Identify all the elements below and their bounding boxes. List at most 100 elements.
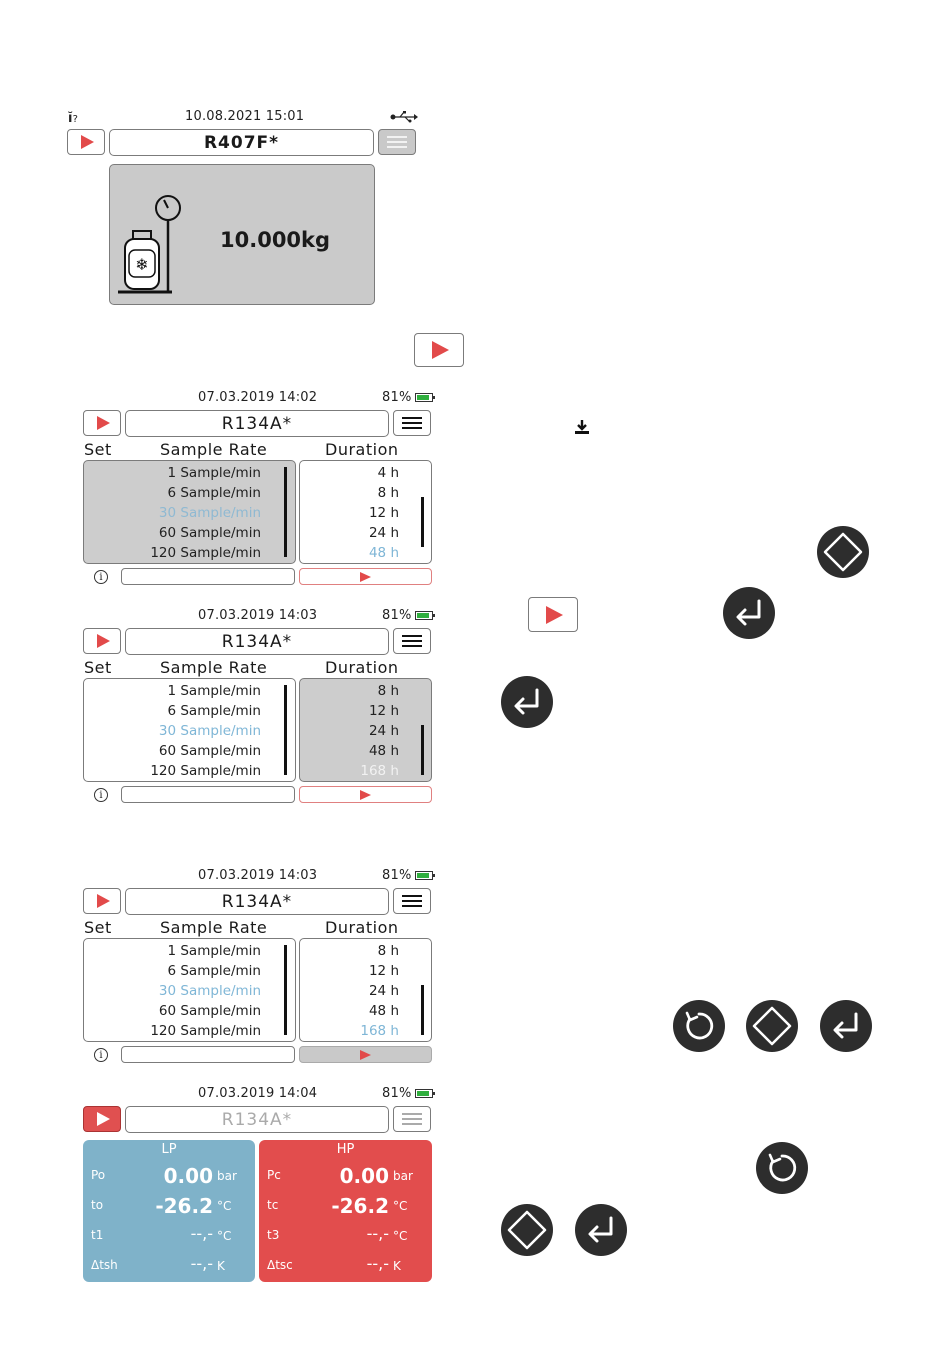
duration-list[interactable]: 8 h 12 h 24 h 48 h 168 h: [299, 678, 432, 782]
menu-button[interactable]: [393, 628, 431, 654]
datetime: 10.08.2021 15:01: [185, 109, 305, 124]
enter-icon[interactable]: [723, 587, 775, 639]
duration-list[interactable]: 4 h 8 h 12 h 24 h 48 h: [299, 460, 432, 564]
list-item[interactable]: 24 h: [368, 525, 399, 541]
start-record-button[interactable]: [299, 1046, 432, 1063]
list-item[interactable]: 6 Sample/min: [167, 703, 261, 719]
lp-label: Po: [91, 1168, 106, 1182]
usb-icon: [390, 109, 418, 128]
enter-icon[interactable]: [820, 1000, 872, 1052]
list-item[interactable]: 8 h: [377, 485, 399, 501]
sample-rate-list[interactable]: 1 Sample/min 6 Sample/min 30 Sample/min …: [83, 460, 296, 564]
scrollbar[interactable]: [421, 497, 424, 547]
menu-button[interactable]: [393, 410, 431, 436]
lp-value: --,-: [190, 1224, 213, 1243]
list-item[interactable]: 1 Sample/min: [167, 683, 261, 699]
info-icon[interactable]: i: [94, 570, 108, 584]
stop-record-button[interactable]: [83, 1106, 121, 1132]
refrigerant-title[interactable]: R134A*: [125, 628, 389, 655]
list-item[interactable]: 12 h: [368, 963, 399, 979]
list-item-selected[interactable]: 48 h: [368, 545, 399, 561]
list-item[interactable]: 1 Sample/min: [167, 465, 261, 481]
navigation-pad-icon[interactable]: [746, 1000, 798, 1052]
duration-list[interactable]: 8 h 12 h 24 h 48 h 168 h: [299, 938, 432, 1042]
list-item[interactable]: 12 h: [368, 703, 399, 719]
info-icon[interactable]: i: [94, 1048, 108, 1062]
download-icon: [574, 419, 590, 439]
hp-label: t3: [267, 1228, 280, 1242]
lp-value: -26.2: [155, 1194, 213, 1218]
sample-rate-list[interactable]: 1 Sample/min 6 Sample/min 30 Sample/min …: [83, 678, 296, 782]
list-item[interactable]: 48 h: [368, 743, 399, 759]
navigation-pad-icon[interactable]: [501, 1204, 553, 1256]
menu-button[interactable]: [378, 129, 416, 155]
start-button[interactable]: [83, 628, 121, 654]
duration-header: Duration: [325, 918, 399, 937]
side-play-button[interactable]: [414, 333, 464, 367]
scrollbar[interactable]: [284, 467, 287, 557]
enter-icon[interactable]: [501, 676, 553, 728]
start-record-button[interactable]: [299, 568, 432, 585]
list-item[interactable]: 6 Sample/min: [167, 485, 261, 501]
set-header: Set: [84, 440, 112, 459]
refrigerant-title[interactable]: R134A*: [125, 410, 389, 437]
datetime: 07.03.2019 14:03: [198, 608, 318, 623]
play-icon: [97, 416, 110, 430]
list-item[interactable]: 1 Sample/min: [167, 943, 261, 959]
scrollbar[interactable]: [284, 945, 287, 1035]
hp-unit: °C: [393, 1229, 408, 1243]
start-button[interactable]: [83, 888, 121, 914]
list-item[interactable]: 24 h: [368, 983, 399, 999]
scrollbar[interactable]: [421, 985, 424, 1035]
list-item-selected[interactable]: 30 Sample/min: [158, 983, 261, 999]
scrollbar[interactable]: [284, 685, 287, 775]
scrollbar[interactable]: [421, 725, 424, 775]
menu-button[interactable]: [393, 1106, 431, 1132]
list-item[interactable]: 4 h: [377, 465, 399, 481]
list-item[interactable]: 60 Sample/min: [158, 525, 261, 541]
lp-value: 0.00: [163, 1164, 213, 1188]
menu-button[interactable]: [393, 888, 431, 914]
list-item[interactable]: 24 h: [368, 723, 399, 739]
refrigerant-title[interactable]: R407F*: [109, 129, 374, 156]
enter-icon[interactable]: [575, 1204, 627, 1256]
play-icon: [360, 571, 371, 582]
list-item-selected[interactable]: 168 h: [360, 763, 399, 779]
info-bar: [121, 786, 295, 803]
duration-header: Duration: [325, 658, 399, 677]
list-item[interactable]: 6 Sample/min: [167, 963, 261, 979]
list-item[interactable]: 48 h: [368, 1003, 399, 1019]
list-item[interactable]: 120 Sample/min: [150, 545, 261, 561]
battery-status: 81%: [382, 868, 435, 883]
list-item-selected[interactable]: 168 h: [360, 1023, 399, 1039]
hp-title: HP: [336, 1142, 355, 1157]
lp-title: LP: [161, 1142, 177, 1157]
list-item[interactable]: 120 Sample/min: [150, 1023, 261, 1039]
list-item[interactable]: 60 Sample/min: [158, 743, 261, 759]
list-item[interactable]: 12 h: [368, 505, 399, 521]
info-bar: [121, 568, 295, 585]
info-icon[interactable]: i: [94, 788, 108, 802]
refrigerant-title[interactable]: R134A*: [125, 1106, 389, 1133]
scale-panel: ❄ 10.000kg: [109, 164, 375, 305]
sample-rate-header: Sample Rate: [160, 918, 268, 937]
list-item-selected[interactable]: 30 Sample/min: [158, 723, 261, 739]
hp-label: tc: [267, 1198, 279, 1212]
start-record-button[interactable]: [299, 786, 432, 803]
navigation-pad-icon[interactable]: [817, 526, 869, 578]
list-item-selected[interactable]: 30 Sample/min: [158, 505, 261, 521]
list-item[interactable]: 8 h: [377, 943, 399, 959]
refrigerant-title[interactable]: R134A*: [125, 888, 389, 915]
duration-header: Duration: [325, 440, 399, 459]
start-button[interactable]: [67, 129, 105, 155]
lp-unit: °C: [217, 1229, 232, 1243]
back-rotate-icon[interactable]: [756, 1142, 808, 1194]
side-play-button[interactable]: [528, 597, 578, 632]
back-rotate-icon[interactable]: [673, 1000, 725, 1052]
sample-rate-list[interactable]: 1 Sample/min 6 Sample/min 30 Sample/min …: [83, 938, 296, 1042]
list-item[interactable]: 120 Sample/min: [150, 763, 261, 779]
list-item[interactable]: 60 Sample/min: [158, 1003, 261, 1019]
list-item[interactable]: 8 h: [377, 683, 399, 699]
start-button[interactable]: [83, 410, 121, 436]
lp-label: Δtsh: [91, 1258, 118, 1272]
